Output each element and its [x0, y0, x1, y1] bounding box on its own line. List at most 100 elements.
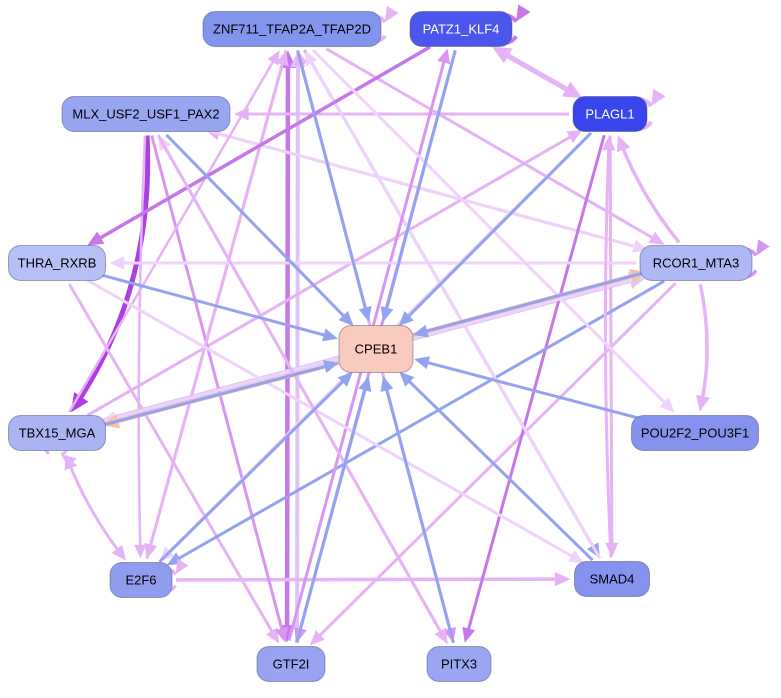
- node-box-pitx3[interactable]: [426, 646, 492, 682]
- edge-patz1-cpeb1: [383, 49, 457, 317]
- node-box-rcor1[interactable]: [639, 245, 753, 281]
- arrowhead: [568, 550, 585, 564]
- arrowhead: [756, 239, 770, 256]
- arrowhead: [434, 627, 448, 644]
- edge-plagl1-pitx3: [464, 134, 606, 638]
- arrowhead: [648, 231, 665, 245]
- arrowhead: [659, 397, 675, 413]
- arrowhead: [554, 572, 571, 587]
- node-thra[interactable]: THRA_RXRB: [8, 245, 106, 281]
- arrowhead: [462, 626, 476, 643]
- node-znf711[interactable]: ZNF711_TFAP2A_TFAP2D: [202, 11, 382, 47]
- edge-smad4-plagl1: [603, 141, 613, 558]
- edge-e2f6-cpeb1: [158, 374, 350, 563]
- node-box-mlx[interactable]: [61, 96, 231, 132]
- arrowhead: [414, 356, 431, 370]
- edge-pitx3-cpeb1: [383, 381, 455, 644]
- node-box-znf711[interactable]: [202, 11, 382, 47]
- edge-tbx15-plagl1: [86, 131, 578, 417]
- arrowhead: [87, 231, 105, 246]
- arrowhead: [516, 4, 531, 22]
- arrowhead: [413, 324, 429, 338]
- edge-tbx15-e2f6: [66, 459, 124, 557]
- edge-gtf2i-znf711: [295, 56, 300, 643]
- edge-plagl1-cpeb1: [401, 131, 593, 323]
- edge-znf711-rcor1: [325, 47, 660, 244]
- arrowhead: [275, 626, 289, 643]
- edge-mlx-tbx15: [72, 135, 151, 409]
- arrowhead: [322, 360, 339, 374]
- node-box-plagl1[interactable]: [572, 96, 648, 132]
- edge-rcor1-cpeb1: [418, 270, 648, 335]
- node-box-e2f6[interactable]: [109, 562, 173, 598]
- node-patz1[interactable]: PATZ1_KLF4: [409, 11, 513, 47]
- edge-mlx-pitx3: [156, 134, 446, 640]
- edge-mlx-rcor1: [204, 128, 643, 250]
- node-rcor1[interactable]: RCOR1_MTA3: [639, 245, 753, 281]
- node-plagl1[interactable]: PLAGL1: [572, 96, 648, 132]
- arrowhead: [322, 328, 338, 342]
- node-box-tbx15[interactable]: [8, 415, 106, 451]
- arrowhead: [696, 394, 710, 412]
- edge-rcor1-e2f6: [171, 279, 665, 564]
- edge-mlx-cpeb1: [165, 133, 351, 323]
- edge-thra-smad4: [86, 279, 580, 562]
- arrowhead: [602, 135, 616, 151]
- arrowhead: [70, 392, 89, 413]
- edge-thra-cpeb1: [100, 273, 333, 339]
- arrowhead: [111, 544, 126, 561]
- edge-smad4-cpeb1: [402, 374, 594, 562]
- arrowhead: [380, 376, 394, 392]
- arrowhead: [380, 306, 394, 322]
- node-box-pou2f2[interactable]: [631, 415, 759, 451]
- arrowhead: [304, 50, 318, 67]
- arrowhead: [275, 50, 289, 67]
- edge-mlx-e2f6: [137, 135, 147, 553]
- node-cpeb1[interactable]: CPEB1: [338, 325, 414, 373]
- arrowhead: [492, 46, 513, 64]
- arrowhead: [175, 558, 189, 575]
- arrowhead: [267, 50, 280, 66]
- arrowhead: [398, 311, 414, 327]
- edge-znf711-cpeb1: [296, 50, 369, 317]
- edge-gtf2i-cpeb1: [295, 381, 369, 644]
- edge-patz1-plagl1: [496, 47, 579, 98]
- arrowhead: [566, 129, 583, 143]
- edge-patz1-thra: [91, 45, 432, 244]
- edge-e2f6-smad4: [175, 577, 565, 582]
- node-pitx3[interactable]: PITX3: [426, 646, 492, 682]
- edge-tbx15-znf711: [68, 54, 278, 413]
- node-tbx15[interactable]: TBX15_MGA: [8, 415, 106, 451]
- node-box-cpeb1[interactable]: [338, 325, 414, 373]
- arrowhead: [384, 5, 399, 23]
- arrowhead: [399, 371, 415, 387]
- node-pou2f2[interactable]: POU2F2_POU3F1: [631, 415, 759, 451]
- arrowhead: [109, 256, 125, 270]
- arrowhead: [265, 627, 280, 644]
- edge-smad4-znf711: [306, 54, 602, 560]
- edge-pou2f2-cpeb1: [419, 359, 644, 421]
- edge-rcor1-plagl1: [618, 140, 681, 244]
- node-e2f6[interactable]: E2F6: [109, 562, 173, 598]
- edge-rcor1-pou2f2: [698, 284, 709, 407]
- node-box-thra[interactable]: [8, 245, 106, 281]
- arrowhead: [616, 135, 631, 153]
- node-box-patz1[interactable]: [409, 11, 513, 47]
- node-box-gtf2i[interactable]: [256, 646, 326, 682]
- arrowhead: [561, 81, 583, 99]
- node-smad4[interactable]: SMAD4: [574, 561, 650, 597]
- arrowhead: [337, 371, 353, 387]
- node-box-smad4[interactable]: [574, 561, 650, 597]
- edge-znf711-gtf2i: [284, 56, 291, 637]
- arrowhead: [358, 376, 372, 392]
- arrowhead: [651, 88, 666, 107]
- node-gtf2i[interactable]: GTF2I: [256, 646, 326, 682]
- arrowhead: [338, 310, 354, 327]
- node-mlx[interactable]: MLX_USF2_USF1_PAX2: [61, 96, 231, 132]
- edge-tbx15-cpeb1: [101, 362, 334, 427]
- arrowhead: [134, 544, 147, 559]
- arrowhead: [358, 306, 372, 322]
- arrowhead: [437, 48, 451, 65]
